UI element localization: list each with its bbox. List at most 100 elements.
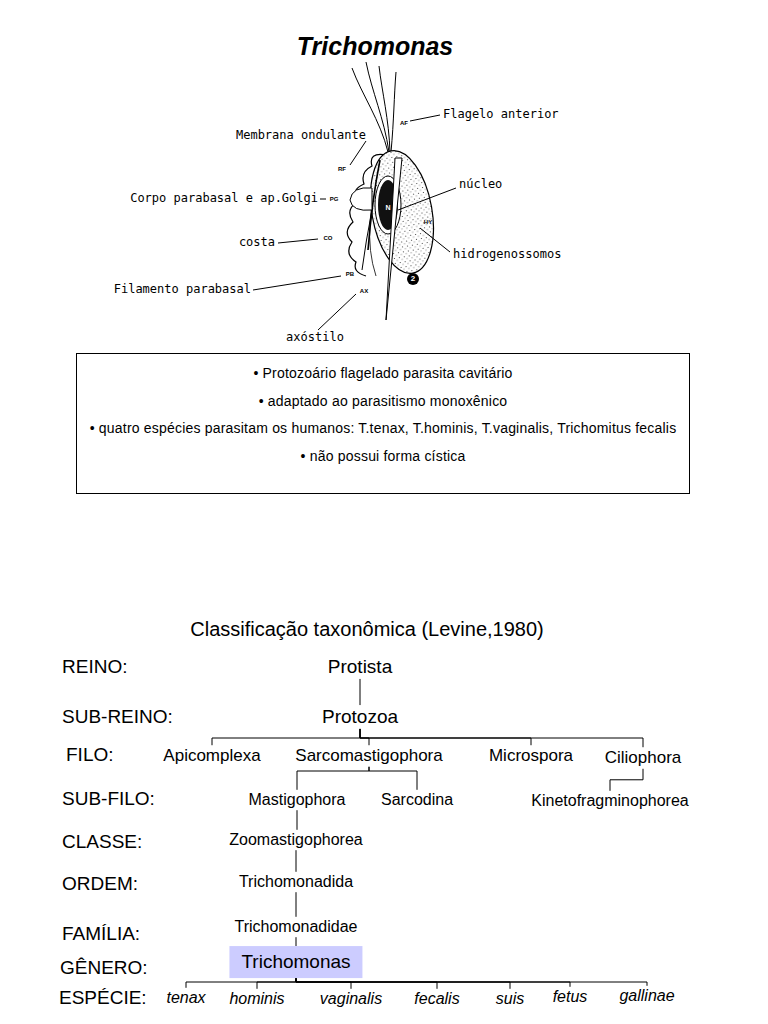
leader-line [420, 228, 450, 252]
node-text: Protozoa [322, 706, 398, 728]
callout-letter: PB [346, 271, 354, 278]
callout-letter: PG [330, 196, 339, 203]
leader-line [320, 199, 326, 200]
tree-connector [360, 729, 531, 745]
species-name: hominis [226, 989, 287, 1009]
tree-connector [296, 978, 647, 986]
node-text: hominis [229, 990, 284, 1008]
section-heading: Classificação taxonômica (Levine,1980) [190, 618, 544, 640]
tree-connector [369, 767, 417, 790]
tree-connector [296, 850, 297, 872]
callout-letter: AX [360, 288, 368, 295]
species-name: vaginalis [317, 989, 385, 1009]
tree-connector [360, 679, 361, 705]
callout-letter: HY [424, 219, 432, 226]
flagellum [379, 66, 390, 152]
genus-box: Trichomonas [229, 946, 362, 978]
taxon-name: Ciliophora [602, 747, 685, 769]
node-text: tenax [166, 989, 205, 1007]
cell-body [362, 146, 443, 279]
node-text: gallinae [619, 987, 674, 1005]
callout-letter: N [385, 204, 390, 212]
part-label: núcleo [459, 178, 502, 191]
callout-number: 2 [411, 275, 415, 284]
tree-connector [257, 978, 296, 989]
part-label: Membrana ondulante [236, 129, 366, 142]
node-text: Microspora [489, 746, 573, 766]
rank-label: FAMÍLIA: [62, 924, 140, 945]
tree-connector [296, 892, 297, 917]
part-label: axóstilo [286, 331, 344, 344]
species-name: tenax [163, 988, 208, 1008]
flagellum [391, 72, 396, 152]
taxon-name: Protista [325, 655, 395, 679]
callout-letter: CO [324, 235, 333, 242]
flagellum [366, 62, 389, 152]
species-name: fecalis [411, 989, 462, 1009]
species-name: suis [493, 989, 527, 1009]
node-text: Kinetofragminophorea [531, 792, 688, 810]
taxon-name: Sarcodina [378, 790, 456, 810]
info-box: • Protozoário flagelado parasita cavitár… [76, 353, 690, 494]
leader-line [350, 141, 366, 165]
tree-connector [296, 978, 351, 989]
tree-connector [296, 937, 297, 946]
axostyle [386, 158, 402, 320]
leader-line [253, 276, 341, 290]
part-label: costa [239, 236, 275, 249]
node-text: fetus [553, 988, 588, 1006]
node-text: Trichomonadidae [234, 918, 357, 936]
bullet-text: • Protozoário flagelado parasita cavitár… [87, 363, 679, 385]
taxon-name: Kinetofragminophorea [528, 791, 691, 811]
rank-label: ESPÉCIE: [59, 988, 147, 1009]
callout-letter: RF [338, 166, 346, 173]
callout-circle [407, 273, 419, 285]
rank-label: FILO: [66, 745, 114, 766]
tree-connector [212, 729, 360, 745]
tree-connector [610, 769, 643, 791]
rank-label: GÊNERO: [60, 958, 148, 979]
bullet-text: • quatro espécies parasitam os humanos: … [87, 418, 679, 440]
node-text: Trichomonadida [239, 873, 353, 891]
rank-label: ORDEM: [62, 874, 138, 895]
node-text: fecalis [414, 990, 459, 1008]
taxon-name: Trichomonadidae [231, 917, 360, 937]
part-label: hidrogenossomos [453, 248, 561, 261]
tree-connector [297, 767, 369, 790]
callout-letter: AF [400, 120, 408, 127]
node-text: Protista [328, 656, 392, 678]
tree-connector [360, 729, 369, 745]
tree-connector [186, 978, 296, 988]
taxon-name: Mastigophora [246, 790, 349, 810]
tree-connector [296, 978, 510, 989]
node-text: vaginalis [320, 990, 382, 1008]
leader-line [278, 239, 318, 243]
parabasal-body [350, 188, 372, 211]
rank-label: CLASSE: [62, 832, 142, 853]
taxon-name: Apicomplexa [160, 745, 263, 767]
species-name: fetus [550, 987, 591, 1007]
taxon-name: Trichomonadida [236, 872, 356, 892]
rank-label: SUB-FILO: [62, 789, 155, 810]
taxon-name: Zoomastigophorea [226, 830, 365, 850]
node-text: Ciliophora [605, 748, 682, 768]
bullet-text: • não possui forma cística [87, 446, 679, 468]
leader-line [398, 188, 456, 210]
taxon-name: Sarcomastigophora [292, 745, 445, 767]
node-text: Trichomonas [241, 951, 350, 973]
node-text: suis [496, 990, 524, 1008]
tree-connector [296, 978, 437, 989]
part-label: Flagelo anterior [443, 108, 559, 121]
species-name: gallinae [616, 986, 677, 1006]
part-label: Corpo parabasal e ap.Golgi [130, 192, 318, 205]
node-text: Sarcodina [381, 791, 453, 809]
taxon-name: Protozoa [319, 705, 401, 729]
parabasal-filament [362, 210, 372, 270]
taxon-name: Microspora [486, 745, 576, 767]
node-text: Zoomastigophorea [229, 831, 362, 849]
tree-connector [360, 729, 643, 747]
leader-line [318, 294, 356, 330]
node-text: Apicomplexa [163, 746, 260, 766]
